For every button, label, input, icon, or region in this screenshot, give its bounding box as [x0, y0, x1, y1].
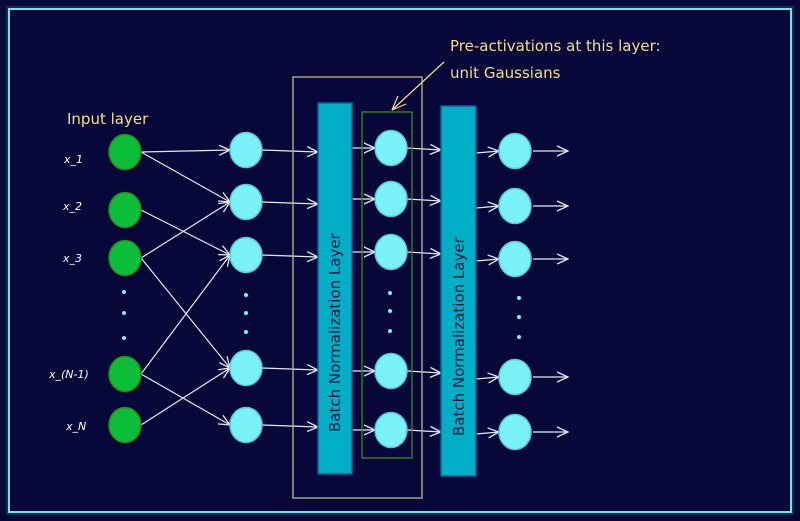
edge-bn2-output — [475, 432, 499, 434]
edge-input-hidden — [140, 255, 230, 375]
annotation-line-2: unit Gaussians — [450, 64, 561, 82]
ellipsis-dot — [122, 311, 126, 315]
input-label-x1: x_1 — [63, 153, 83, 166]
hidden-node — [229, 131, 263, 169]
ellipsis-dot — [388, 291, 392, 295]
ellipsis-dot — [122, 290, 126, 294]
input-node — [108, 133, 142, 171]
edge-bn2-output — [475, 259, 499, 261]
input-label-xn: x_N — [65, 420, 86, 433]
input-label-x3: x_3 — [62, 252, 82, 265]
edge-input-hidden — [140, 368, 230, 426]
preactivation-node — [374, 352, 408, 390]
ellipsis-dot — [244, 330, 248, 334]
edge-hidden-bn1 — [261, 202, 318, 204]
ellipsis-dot — [244, 293, 248, 297]
edge-preact-bn2 — [406, 430, 441, 432]
bn-layer-1-bar — [317, 102, 353, 475]
output-node — [498, 187, 532, 225]
preactivation-node — [374, 129, 408, 167]
input-node — [108, 191, 142, 229]
input-label-xn-1: x_(N-1) — [48, 368, 89, 381]
edges-layer — [140, 61, 568, 434]
boxes-layer — [292, 76, 477, 499]
edge-preact-bn2 — [406, 252, 441, 254]
hidden-node — [229, 183, 263, 221]
ellipsis-dot — [388, 329, 392, 333]
bn-layer-2-bar — [440, 105, 477, 477]
hidden-node — [229, 406, 263, 444]
input-node — [108, 355, 142, 393]
edge-bn2-output — [475, 151, 499, 153]
edge-input-hidden — [140, 373, 230, 425]
ellipsis-dot — [517, 315, 521, 319]
ellipsis-dot — [122, 336, 126, 340]
input-label-x2: x_2 — [62, 200, 82, 213]
edge-preact-bn2 — [406, 371, 441, 373]
edge-preact-bn2 — [406, 148, 441, 150]
preactivation-node — [374, 411, 408, 449]
output-node — [498, 413, 532, 451]
edge-input-hidden — [140, 151, 230, 202]
output-node — [498, 358, 532, 396]
edge-input-hidden — [140, 202, 230, 259]
ellipsis-dot — [244, 311, 248, 315]
hidden-node — [229, 349, 263, 387]
nodes-layer — [108, 129, 532, 451]
batchnorm-group-box — [292, 76, 423, 499]
annotation-arrow-line — [391, 61, 445, 111]
edge-hidden-bn1 — [261, 255, 318, 257]
ellipsis-dot — [517, 296, 521, 300]
hidden-node — [229, 236, 263, 274]
preactivation-node — [374, 233, 408, 271]
ellipsis-dot — [388, 309, 392, 313]
preactivation-node — [374, 180, 408, 218]
edge-preact-bn2 — [406, 199, 441, 201]
bn-layer-2-label: Batch Normalization Layer — [450, 236, 468, 436]
edge-hidden-bn1 — [261, 368, 318, 370]
output-node — [498, 240, 532, 278]
input-node — [108, 239, 142, 277]
outer-frame-shadow — [6, 6, 794, 515]
bn-layer-1-label: Batch Normalization Layer — [326, 232, 344, 432]
edge-input-hidden — [140, 150, 230, 152]
edge-input-hidden — [140, 257, 230, 368]
edge-bn2-output — [475, 377, 499, 379]
annotation-line-1: Pre-activations at this layer: — [450, 37, 661, 55]
edge-hidden-bn1 — [261, 425, 318, 427]
output-node — [498, 132, 532, 170]
input-node — [108, 406, 142, 444]
edge-hidden-bn1 — [261, 150, 318, 152]
edge-bn2-output — [475, 206, 499, 208]
annotation-arrow-head — [391, 95, 407, 111]
ellipsis-dot — [517, 335, 521, 339]
edge-input-hidden — [140, 209, 230, 255]
outer-frame — [8, 8, 792, 513]
preactivation-box — [361, 111, 413, 459]
input-layer-title: Input layer — [67, 110, 149, 128]
